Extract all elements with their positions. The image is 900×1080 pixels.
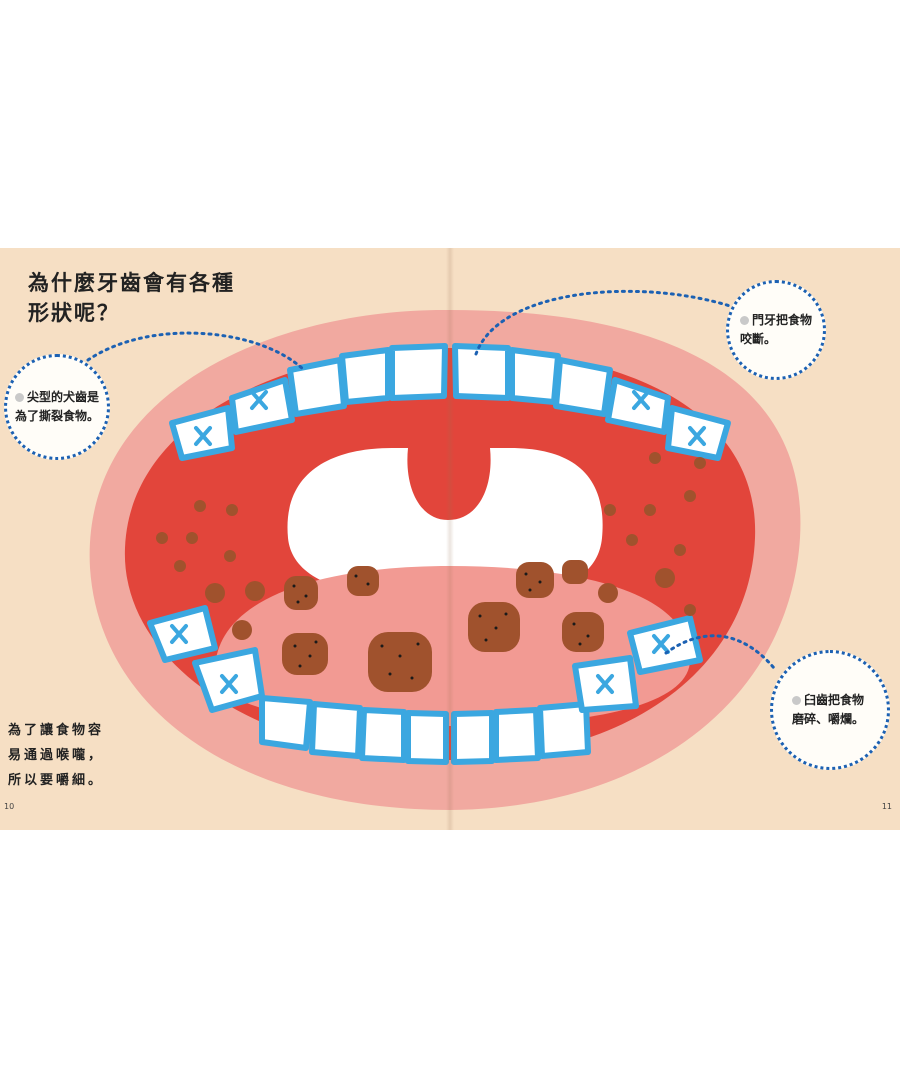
page-title: 為什麼牙齒會有各種 形狀呢？ <box>28 268 235 328</box>
lower-teeth <box>147 605 703 765</box>
caption-text: 為了讓食物容 易通過喉嚨， 所以要嚼細。 <box>8 718 104 793</box>
book-spine <box>446 248 454 830</box>
caption-line-1: 為了讓食物容 <box>8 723 105 738</box>
incisor-leader <box>474 289 732 356</box>
incisor-callout: 門牙把食物咬斷。 <box>726 280 826 380</box>
molar-callout-text: 臼齒把食物磨碎、嚼爛。 <box>792 693 865 726</box>
molar-leader <box>664 634 776 670</box>
tongue <box>214 566 690 726</box>
canine-callout: 尖型的犬齒是為了撕裂食物。 <box>4 354 110 460</box>
molar-marks <box>170 390 706 694</box>
incisor-callout-text: 門牙把食物咬斷。 <box>740 313 813 346</box>
book-spread: 為什麼牙齒會有各種 形狀呢？ 尖型的犬齒是為了撕裂食物。 門牙把食物咬斷。 臼齒… <box>0 248 900 830</box>
molar-callout: 臼齒把食物磨碎、嚼爛。 <box>770 650 890 770</box>
title-line-2: 形狀呢？ <box>28 301 120 325</box>
page-number-left: 10 <box>4 802 15 811</box>
caption-line-3: 所以要嚼細。 <box>8 773 105 788</box>
canine-callout-text: 尖型的犬齒是為了撕裂食物。 <box>15 390 100 423</box>
mouth-illustration <box>86 289 801 810</box>
canine-leader <box>86 331 306 372</box>
gray-dot-icon <box>15 393 24 402</box>
gray-dot-icon <box>740 316 749 325</box>
upper-teeth <box>169 343 731 461</box>
page-number-right: 11 <box>881 802 892 811</box>
gray-dot-icon <box>792 696 801 705</box>
caption-line-2: 易通過喉嚨， <box>8 748 105 763</box>
title-line-1: 為什麼牙齒會有各種 <box>28 271 235 295</box>
throat <box>287 448 603 600</box>
